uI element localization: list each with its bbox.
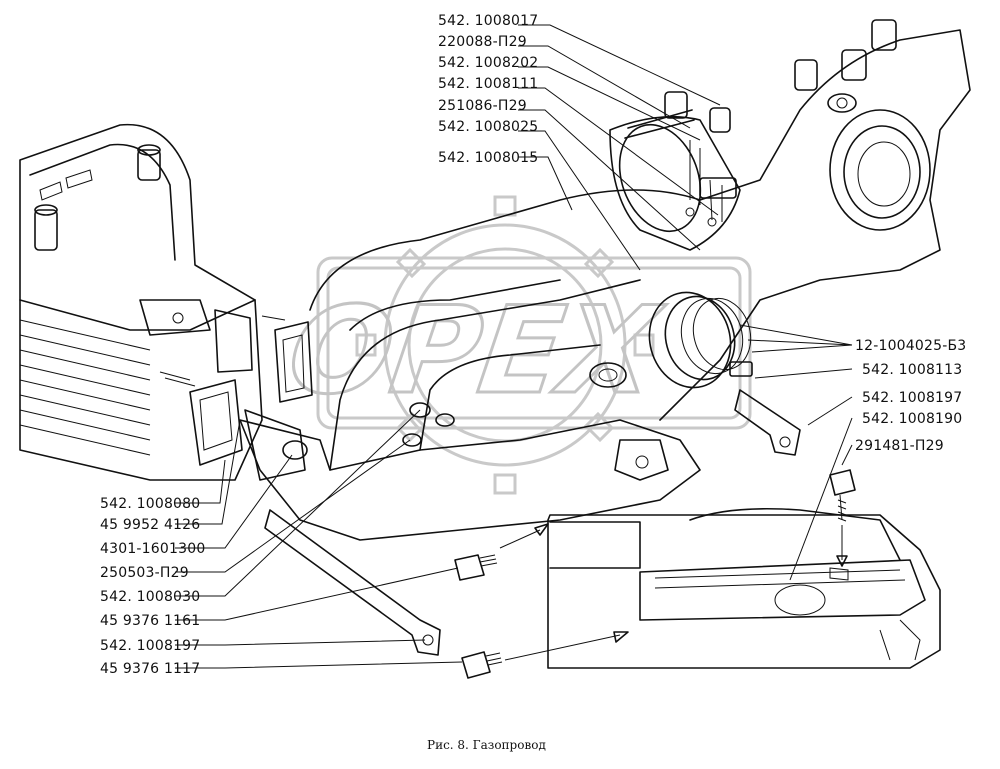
label-542-1008017: 542. 1008017 [438,13,538,29]
figure-caption: Рис. 8. Газопровод [427,738,546,752]
cylinder-head [19,123,286,481]
flex-joint [648,291,753,389]
leaders-bottom [175,409,463,669]
bracket-lower [264,509,441,656]
label-45-9376-1117: 45 9376 1117 [100,661,200,677]
label-542-1008113: 542. 1008113 [862,362,962,378]
bolt-lower [461,631,629,679]
intake-pipe-clamp [609,91,741,251]
label-542-1008197-right: 542. 1008197 [862,390,962,406]
label-542-1008030: 542. 1008030 [100,589,200,605]
label-251086-p29: 251086-П29 [438,98,527,114]
label-542-1008197-left: 542. 1008197 [100,638,200,654]
label-542-1008080: 542. 1008080 [100,496,200,512]
leaders-right [739,324,853,581]
label-45-9952-4126: 45 9952 4126 [100,517,200,533]
detail-view [547,507,941,669]
labels-top: 542. 1008017 220088-П29 542. 1008202 542… [438,13,538,166]
label-542-1008025: 542. 1008025 [438,119,538,135]
labels-right: 12-1004025-Б3 542. 1008113 542. 1008197 … [855,338,966,454]
leaders-top [518,24,721,271]
bolt-right [829,469,856,567]
label-12-1004025-b3: 12-1004025-Б3 [855,338,966,354]
watermark-text: OPEX [281,282,670,421]
gasket [189,321,313,466]
watermark: OPEX [279,195,752,495]
label-542-1008111: 542. 1008111 [438,76,538,92]
label-4301-1601300: 4301-1601300 [100,541,205,557]
label-542-1008202: 542. 1008202 [438,55,538,71]
label-220088-p29: 220088-П29 [438,34,527,50]
label-542-1008190: 542. 1008190 [862,411,962,427]
label-542-1008015: 542. 1008015 [438,150,538,166]
exhaust-manifold [239,19,971,541]
label-250503-p29: 250503-П29 [100,565,189,581]
bracket-upper [734,389,801,456]
label-291481-p29: 291481-П29 [855,438,944,454]
labels-bottom: 542. 1008080 45 9952 4126 4301-1601300 2… [100,496,205,677]
bolt-upper [454,523,549,581]
label-45-9376-1161: 45 9376 1161 [100,613,200,629]
